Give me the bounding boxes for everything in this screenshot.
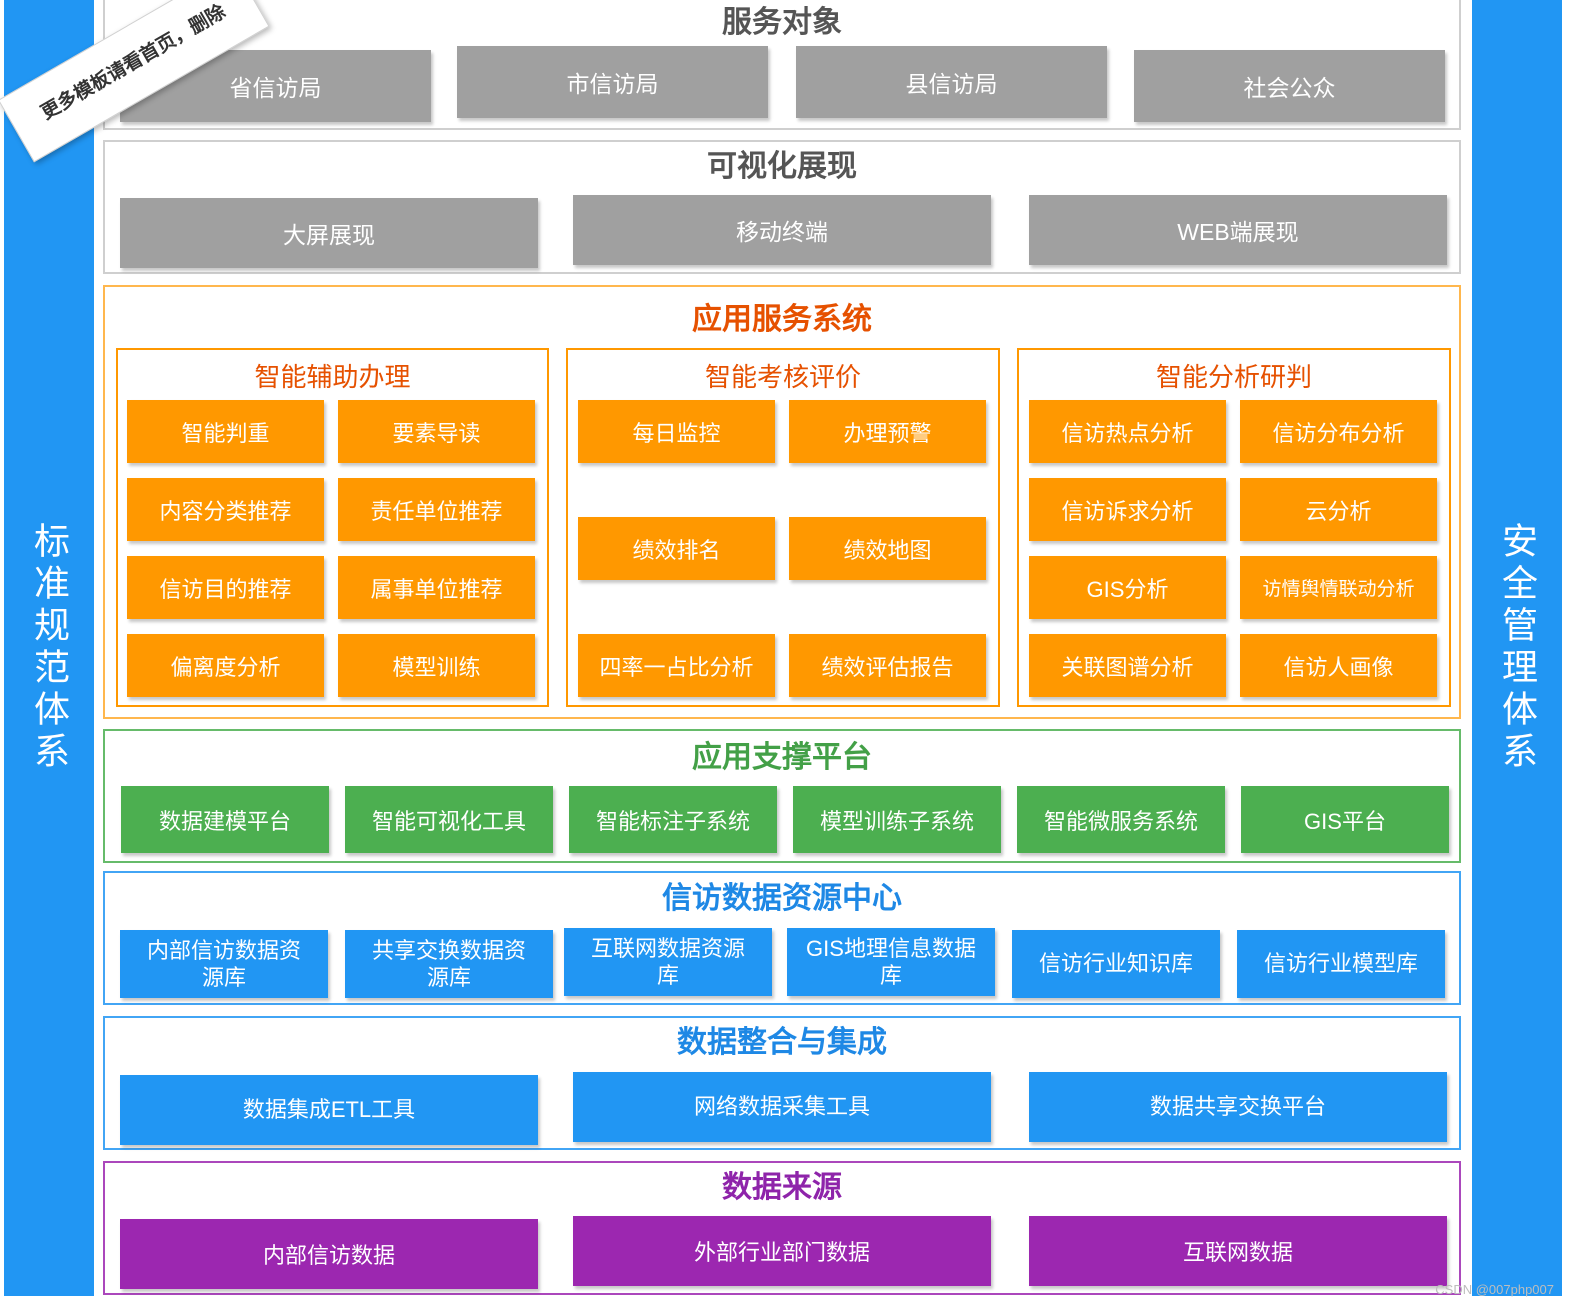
platform-box: 模型训练子系统: [793, 786, 1001, 853]
function-box: 访情舆情联动分析: [1240, 556, 1437, 619]
layer-support-platform: 应用支撑平台 数据建模平台 智能可视化工具 智能标注子系统 模型训练子系统 智能…: [103, 729, 1461, 863]
integration-box: 数据共享交换平台: [1029, 1072, 1447, 1142]
data-resource-box: 共享交换数据资源库: [345, 930, 553, 998]
function-box: 绩效地图: [789, 517, 986, 580]
layer-title: 可视化展现: [707, 150, 857, 183]
function-box: 每日监控: [578, 400, 775, 463]
watermark: CSDN @007php007: [1435, 1282, 1554, 1297]
layer-title: 数据整合与集成: [677, 1026, 887, 1059]
layer-integration: 数据整合与集成 数据集成ETL工具 网络数据采集工具 数据共享交换平台: [103, 1016, 1461, 1150]
function-box: 偏离度分析: [127, 634, 324, 697]
layer-title: 服务对象: [722, 6, 842, 39]
group-smart-evaluation: 智能考核评价 每日监控 办理预警 绩效排名 绩效地图 四率一占比分析 绩效评估报…: [566, 348, 1000, 707]
layer-title: 信访数据资源中心: [662, 882, 902, 915]
layer-app-services: 应用服务系统 智能辅助办理 智能判重 要素导读 内容分类推荐 责任单位推荐 信访…: [103, 285, 1461, 719]
function-box: 四率一占比分析: [578, 634, 775, 697]
function-box: 信访目的推荐: [127, 556, 324, 619]
service-object-box: 市信访局: [457, 46, 768, 118]
left-pillar-standards: 标准规范体系: [4, 0, 94, 1296]
platform-box: 智能微服务系统: [1017, 786, 1225, 853]
integration-box: 数据集成ETL工具: [120, 1075, 538, 1145]
function-box: 信访分布分析: [1240, 400, 1437, 463]
function-box: 绩效排名: [578, 517, 775, 580]
function-box: 要素导读: [338, 400, 535, 463]
right-pillar-security: 安全管理体系: [1472, 0, 1562, 1296]
function-box: 关联图谱分析: [1029, 634, 1226, 697]
layer-visualization: 可视化展现 大屏展现 移动终端 WEB端展现: [103, 140, 1461, 274]
service-object-box: 社会公众: [1134, 50, 1445, 122]
function-box: 绩效评估报告: [789, 634, 986, 697]
layer-data-center: 信访数据资源中心 内部信访数据资源库 共享交换数据资源库 互联网数据资源库 GI…: [103, 871, 1461, 1005]
data-resource-box: 信访行业知识库: [1012, 930, 1220, 998]
integration-box: 网络数据采集工具: [573, 1072, 991, 1142]
function-box: 信访热点分析: [1029, 400, 1226, 463]
platform-box: 智能标注子系统: [569, 786, 777, 853]
layer-title: 应用服务系统: [692, 303, 872, 336]
data-resource-box: 信访行业模型库: [1237, 930, 1445, 998]
layer-title: 数据来源: [722, 1171, 842, 1204]
data-source-box: 内部信访数据: [120, 1219, 538, 1289]
left-pillar-label: 标准规范体系: [29, 522, 70, 774]
service-object-box: 县信访局: [796, 46, 1107, 118]
platform-box: 数据建模平台: [121, 786, 329, 853]
data-source-box: 外部行业部门数据: [573, 1216, 991, 1286]
function-box: 云分析: [1240, 478, 1437, 541]
group-title: 智能考核评价: [704, 362, 861, 392]
function-box: 责任单位推荐: [338, 478, 535, 541]
visualization-box: WEB端展现: [1029, 195, 1447, 265]
visualization-box: 移动终端: [573, 195, 991, 265]
layer-data-sources: 数据来源 内部信访数据 外部行业部门数据 互联网数据: [103, 1161, 1461, 1295]
function-box: 属事单位推荐: [338, 556, 535, 619]
data-resource-box: 内部信访数据资源库: [120, 930, 328, 998]
function-box: 智能判重: [127, 400, 324, 463]
function-box: 办理预警: [789, 400, 986, 463]
group-smart-analysis: 智能分析研判 信访热点分析 信访分布分析 信访诉求分析 云分析 GIS分析 访情…: [1017, 348, 1451, 707]
platform-box: 智能可视化工具: [345, 786, 553, 853]
data-resource-box: 互联网数据资源库: [564, 928, 772, 996]
group-smart-assist: 智能辅助办理 智能判重 要素导读 内容分类推荐 责任单位推荐 信访目的推荐 属事…: [116, 348, 549, 707]
visualization-box: 大屏展现: [120, 198, 538, 268]
platform-box: GIS平台: [1241, 786, 1449, 853]
data-resource-box: GIS地理信息数据库: [787, 928, 995, 996]
layer-service-objects: 服务对象 省信访局 市信访局 县信访局 社会公众: [103, 0, 1461, 130]
group-title: 智能分析研判: [1155, 362, 1312, 392]
function-box: 信访诉求分析: [1029, 478, 1226, 541]
right-pillar-label: 安全管理体系: [1497, 522, 1538, 774]
function-box: 模型训练: [338, 634, 535, 697]
group-title: 智能辅助办理: [254, 362, 411, 392]
function-box: 信访人画像: [1240, 634, 1437, 697]
data-source-box: 互联网数据: [1029, 1216, 1447, 1286]
function-box: GIS分析: [1029, 556, 1226, 619]
layer-title: 应用支撑平台: [692, 741, 872, 774]
function-box: 内容分类推荐: [127, 478, 324, 541]
